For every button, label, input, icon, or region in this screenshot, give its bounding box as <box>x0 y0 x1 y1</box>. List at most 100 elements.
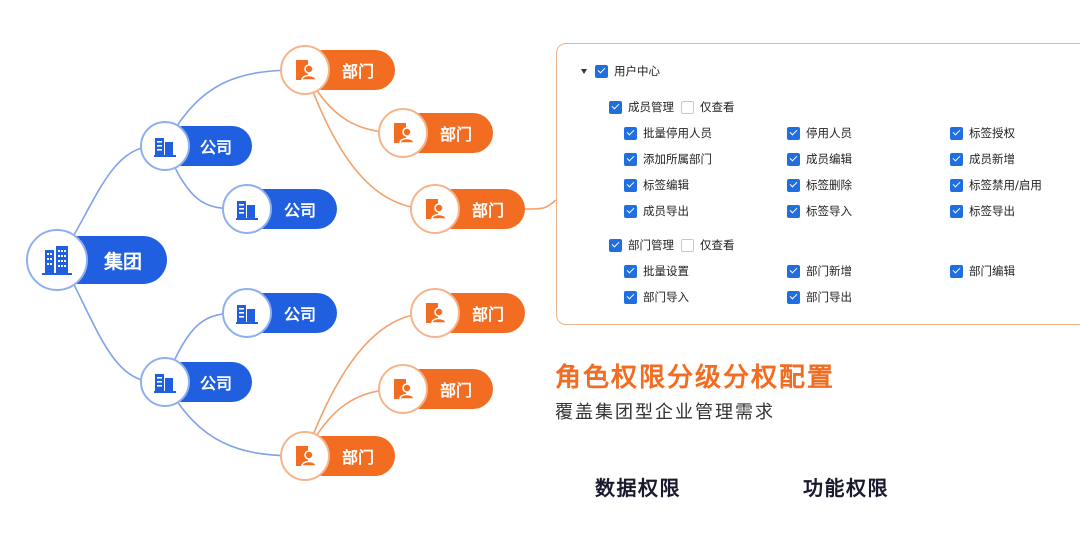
permission-checkbox[interactable] <box>624 290 637 304</box>
permission-checkbox[interactable] <box>787 126 800 140</box>
permission-item[interactable]: 标签导出 <box>950 203 1015 219</box>
permission-item[interactable]: 成员编辑 <box>787 151 852 167</box>
permission-label: 成员导出 <box>643 204 689 218</box>
permission-label: 添加所属部门 <box>643 152 712 166</box>
permission-checkbox[interactable] <box>624 264 637 278</box>
company-label: 公司 <box>200 138 233 157</box>
department-label: 部门 <box>440 381 473 400</box>
permission-checkbox[interactable] <box>787 152 800 166</box>
department-label: 部门 <box>342 448 375 467</box>
permission-label: 标签授权 <box>969 126 1015 140</box>
department-node[interactable]: 部门 <box>280 45 395 95</box>
company-label: 公司 <box>200 374 233 393</box>
company-label: 公司 <box>284 305 317 324</box>
user-center-label: 用户中心 <box>614 64 660 78</box>
department-management-checkbox[interactable] <box>609 238 622 252</box>
permission-label: 成员新增 <box>969 152 1015 166</box>
permission-item[interactable]: 标签编辑 <box>624 177 689 193</box>
company-building-icon <box>140 357 190 407</box>
permission-checkbox[interactable] <box>787 290 800 304</box>
permission-item[interactable]: 标签删除 <box>787 177 852 193</box>
permission-item[interactable]: 批量停用人员 <box>624 125 712 141</box>
company-node[interactable]: 公司 <box>140 357 252 407</box>
permission-item[interactable]: 标签导入 <box>787 203 852 219</box>
company-building-icon <box>222 288 272 338</box>
permission-checkbox[interactable] <box>787 264 800 278</box>
permission-checkbox[interactable] <box>787 204 800 218</box>
group-label: 集团 <box>104 250 143 273</box>
caret-down-icon[interactable] <box>581 68 587 74</box>
user-center-checkbox[interactable] <box>595 64 608 78</box>
permission-label: 标签禁用/启用 <box>969 178 1042 192</box>
permission-checkbox[interactable] <box>624 126 637 140</box>
member-management-label: 成员管理 <box>628 100 674 114</box>
function-permission-label: 功能权限 <box>803 476 889 500</box>
department-node[interactable]: 部门 <box>378 108 493 158</box>
company-node[interactable]: 公司 <box>140 121 252 171</box>
group-building-icon <box>26 229 88 291</box>
department-badge-icon <box>410 184 460 234</box>
company-building-icon <box>222 184 272 234</box>
department-label: 部门 <box>440 125 473 144</box>
permission-checkbox[interactable] <box>950 178 963 192</box>
permission-label: 部门新增 <box>806 264 852 278</box>
permission-item[interactable]: 成员导出 <box>624 203 689 219</box>
department-management-label: 部门管理 <box>628 238 674 252</box>
permission-label: 停用人员 <box>806 126 852 140</box>
permission-item[interactable]: 部门编辑 <box>950 263 1015 279</box>
permission-label: 标签导入 <box>806 204 852 218</box>
company-node[interactable]: 公司 <box>222 288 337 338</box>
permission-item[interactable]: 批量设置 <box>624 263 689 279</box>
department-node[interactable]: 部门 <box>410 184 525 234</box>
department-view-only-label: 仅查看 <box>700 238 735 252</box>
department-management-row[interactable]: 部门管理 <box>609 237 674 253</box>
connector-dept3-panel <box>524 199 557 210</box>
group-node[interactable]: 集团 <box>26 229 167 291</box>
subline: 覆盖集团型企业管理需求 <box>555 402 775 423</box>
company-node[interactable]: 公司 <box>222 184 337 234</box>
data-permission-label: 数据权限 <box>595 476 681 500</box>
permission-panel: 用户中心 成员管理 仅查看 批量停用人员 停用人员 标签授权 添加所属部门 成员… <box>556 43 1080 325</box>
permission-checkbox[interactable] <box>624 178 637 192</box>
permission-item[interactable]: 添加所属部门 <box>624 151 712 167</box>
permission-item[interactable]: 标签授权 <box>950 125 1015 141</box>
member-view-only-row[interactable]: 仅查看 <box>681 99 735 115</box>
permission-item[interactable]: 标签禁用/启用 <box>950 177 1042 193</box>
department-view-only-row[interactable]: 仅查看 <box>681 237 735 253</box>
member-management-row[interactable]: 成员管理 <box>609 99 674 115</box>
department-badge-icon <box>378 364 428 414</box>
permission-item[interactable]: 部门新增 <box>787 263 852 279</box>
permission-label: 部门编辑 <box>969 264 1015 278</box>
member-management-checkbox[interactable] <box>609 100 622 114</box>
company-building-icon <box>140 121 190 171</box>
permission-label: 部门导出 <box>806 290 852 304</box>
department-node[interactable]: 部门 <box>410 288 525 338</box>
member-view-only-checkbox[interactable] <box>681 100 694 114</box>
permission-label: 标签导出 <box>969 204 1015 218</box>
permission-label: 标签删除 <box>806 178 852 192</box>
department-node[interactable]: 部门 <box>280 431 395 481</box>
permission-label: 部门导入 <box>643 290 689 304</box>
permission-item[interactable]: 成员新增 <box>950 151 1015 167</box>
user-center-row[interactable]: 用户中心 <box>581 63 660 79</box>
department-badge-icon <box>410 288 460 338</box>
permission-checkbox[interactable] <box>950 264 963 278</box>
permission-item[interactable]: 部门导出 <box>787 289 852 305</box>
department-view-only-checkbox[interactable] <box>681 238 694 252</box>
department-badge-icon <box>280 431 330 481</box>
headline: 角色权限分级分权配置 <box>555 363 836 393</box>
permission-checkbox[interactable] <box>787 178 800 192</box>
permission-label: 成员编辑 <box>806 152 852 166</box>
permission-checkbox[interactable] <box>950 126 963 140</box>
permission-checkbox[interactable] <box>624 204 637 218</box>
member-view-only-label: 仅查看 <box>700 100 735 114</box>
department-label: 部门 <box>472 305 505 324</box>
department-node[interactable]: 部门 <box>378 364 493 414</box>
permission-label: 批量停用人员 <box>643 126 712 140</box>
permission-item[interactable]: 停用人员 <box>787 125 852 141</box>
permission-item[interactable]: 部门导入 <box>624 289 689 305</box>
permission-checkbox[interactable] <box>950 204 963 218</box>
permission-checkbox[interactable] <box>624 152 637 166</box>
permission-label: 标签编辑 <box>643 178 689 192</box>
permission-checkbox[interactable] <box>950 152 963 166</box>
